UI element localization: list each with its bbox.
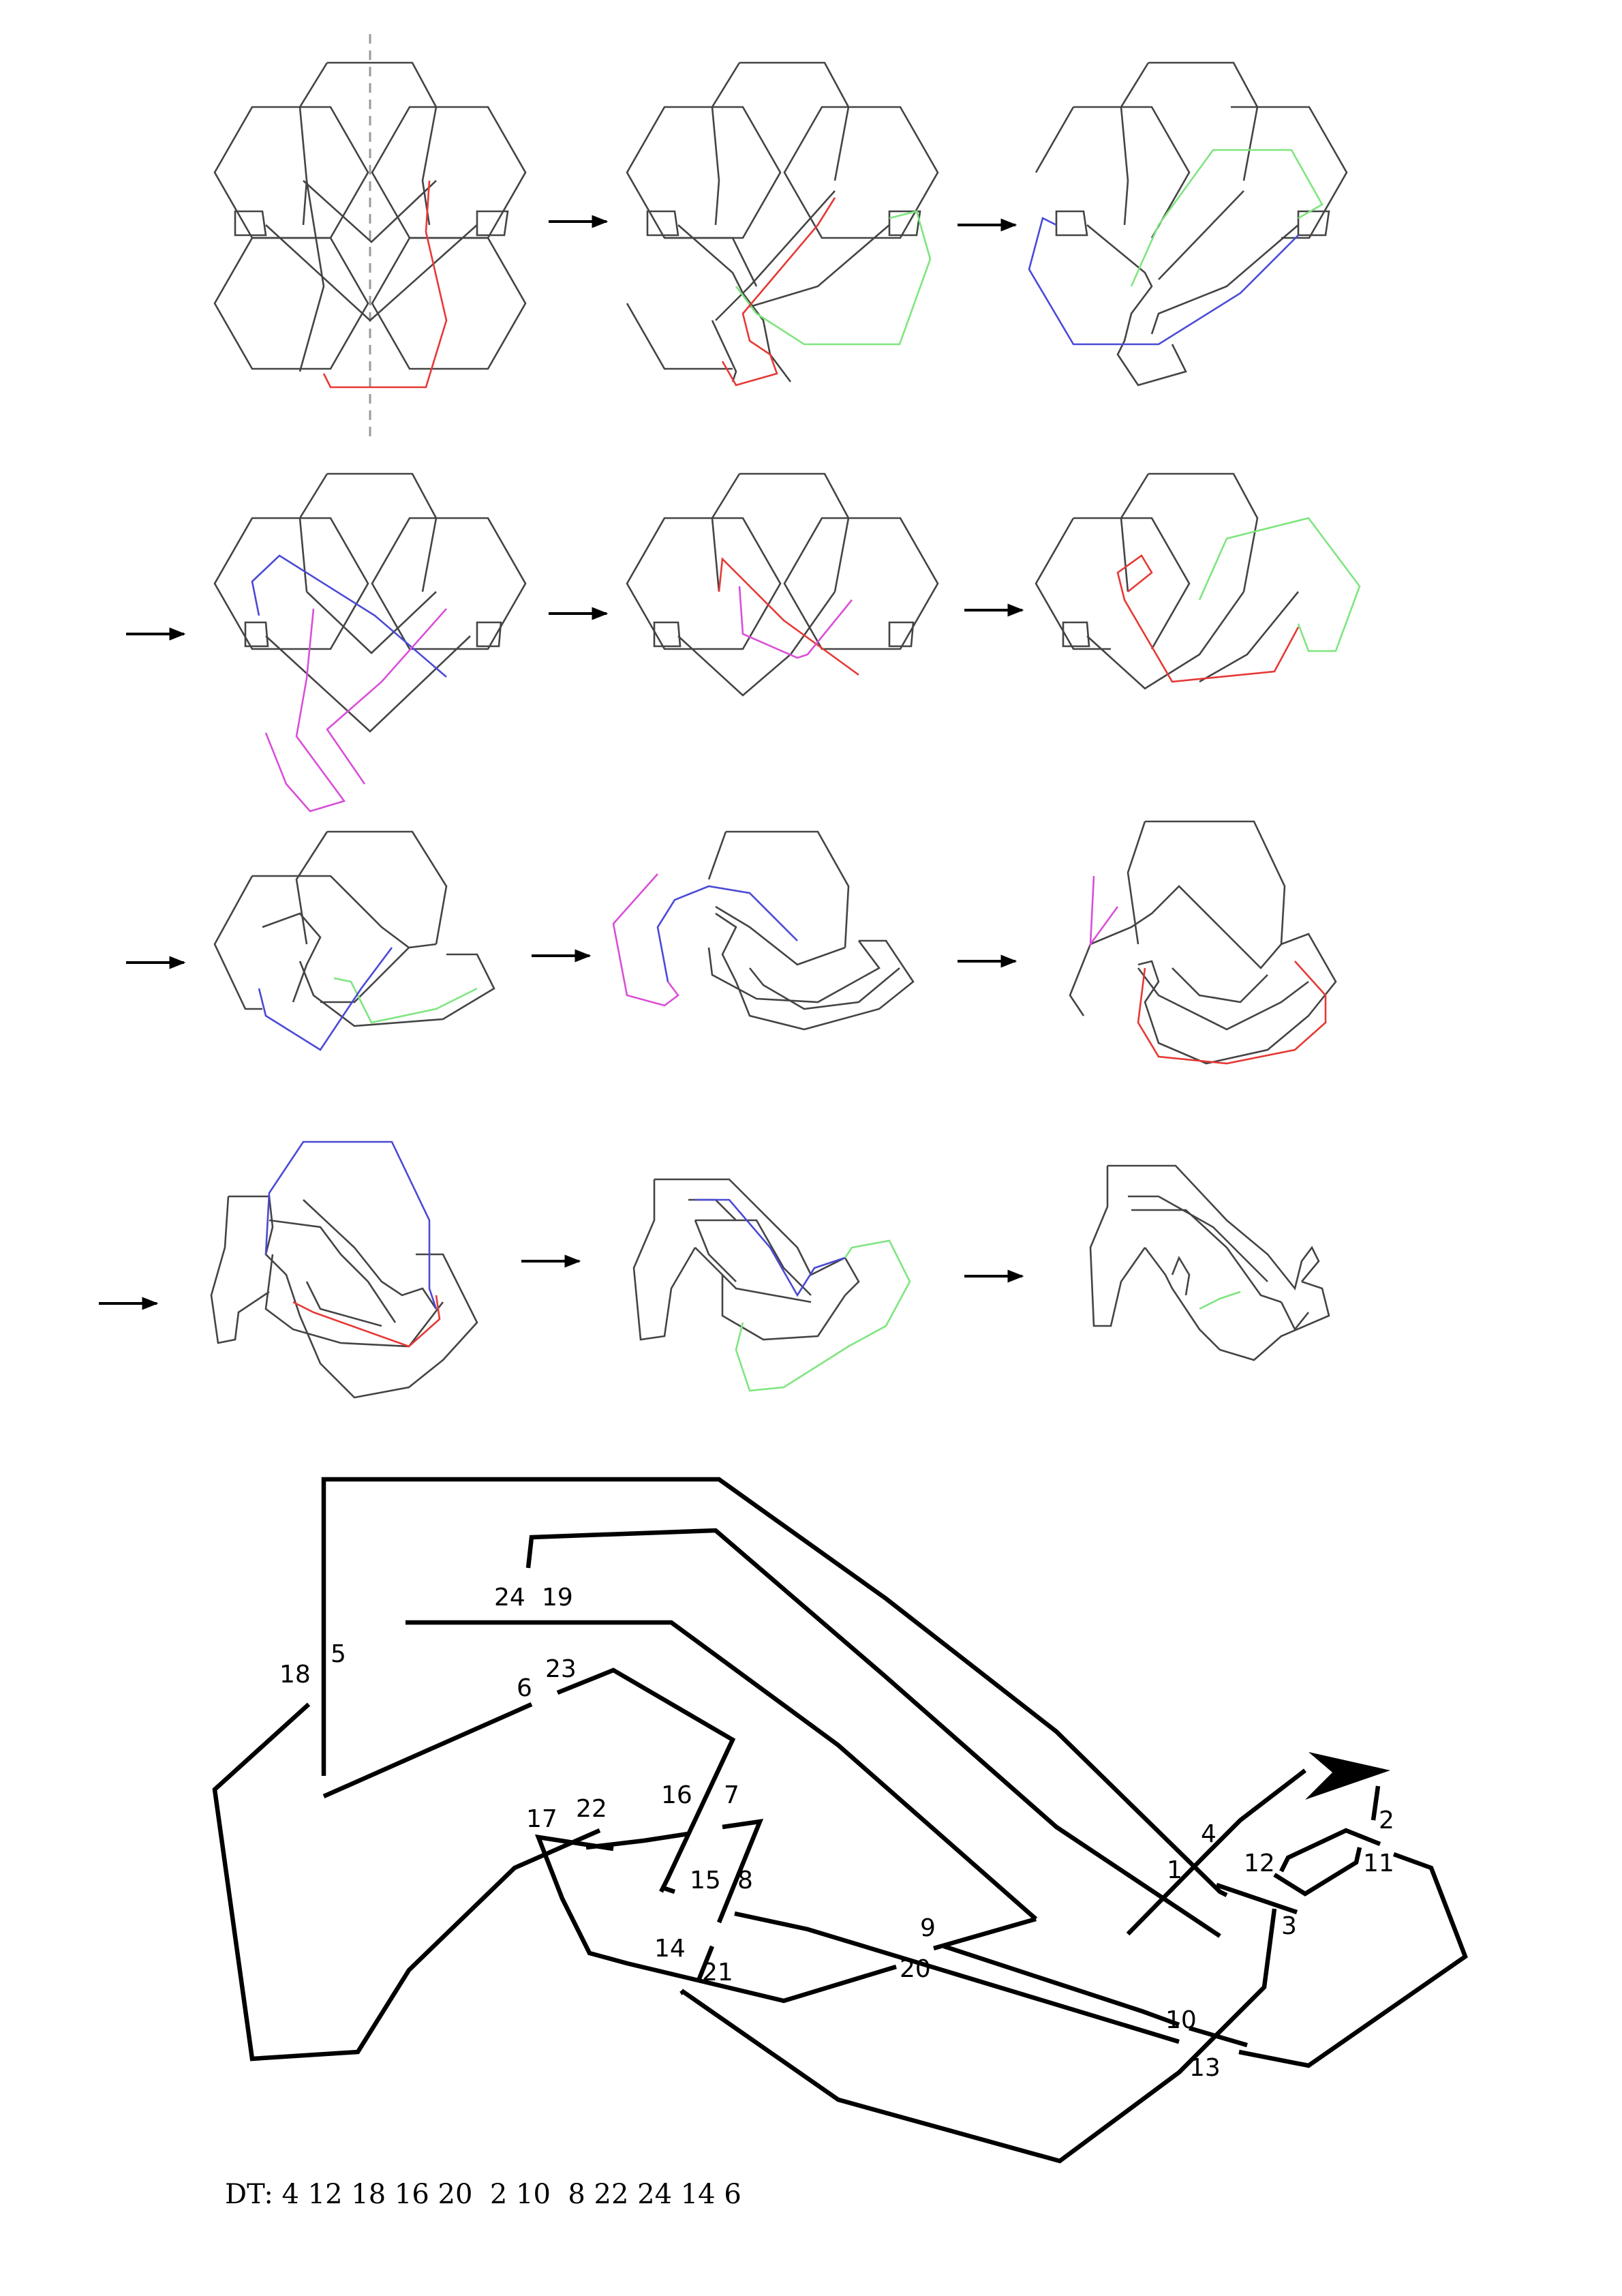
final-knot-diagram: 1 2 3 4 5 6 7 8 9 10 11 12 13 14 15 16 1…: [212, 1477, 1468, 2164]
crossing-label: 4: [1201, 1820, 1216, 1848]
crossing-label: 3: [1281, 1912, 1297, 1940]
crossing-label: 14: [654, 1935, 686, 1963]
crossing-label: 7: [724, 1781, 739, 1809]
crossing-label: 17: [526, 1805, 557, 1833]
step-6-knot: [1035, 472, 1361, 690]
step-9-knot: [1069, 820, 1337, 1065]
crossing-label: 22: [576, 1795, 607, 1823]
step-5-knot: [626, 472, 939, 697]
dt-code-caption: DT: 4 12 18 16 20 2 10 8 22 24 14 6: [225, 2179, 741, 2210]
crossing-label: 10: [1165, 2006, 1197, 2034]
step-1-knot: [213, 34, 527, 436]
crossing-label: 23: [545, 1655, 577, 1683]
step-arrows: [99, 215, 1024, 1310]
step-4-knot: [213, 472, 527, 813]
crossing-label: 5: [331, 1640, 346, 1668]
orientation-arrow-icon: [1305, 1752, 1390, 1800]
step-8-knot: [612, 830, 915, 1031]
crossing-label: 20: [900, 1955, 931, 1983]
crossing-label: 1: [1167, 1856, 1182, 1884]
step-2-knot: [626, 61, 939, 387]
crossing-labels: 1 2 3 4 5 6 7 8 9 10 11 12 13 14 15 16 1…: [279, 1584, 1394, 2082]
crossing-label: 15: [690, 1867, 721, 1894]
crossing-label: 18: [279, 1661, 311, 1689]
crossing-label: 24: [494, 1584, 525, 1612]
step-12-knot: [1089, 1164, 1330, 1361]
crossing-label: 9: [920, 1914, 936, 1942]
step-11-knot: [632, 1178, 911, 1392]
crossing-label: 6: [517, 1674, 532, 1702]
crossing-label: 8: [737, 1867, 753, 1894]
crossing-label: 21: [702, 1959, 733, 1987]
crossing-label: 11: [1363, 1849, 1394, 1877]
step-10-knot: [210, 1141, 478, 1399]
crossing-label: 12: [1244, 1849, 1275, 1877]
step-7-knot: [213, 830, 495, 1051]
step-3-knot: [1028, 61, 1348, 387]
crossing-label: 16: [661, 1781, 692, 1809]
crossing-label: 19: [542, 1584, 573, 1612]
crossing-label: 2: [1379, 1807, 1394, 1834]
crossing-label: 13: [1189, 2054, 1221, 2082]
